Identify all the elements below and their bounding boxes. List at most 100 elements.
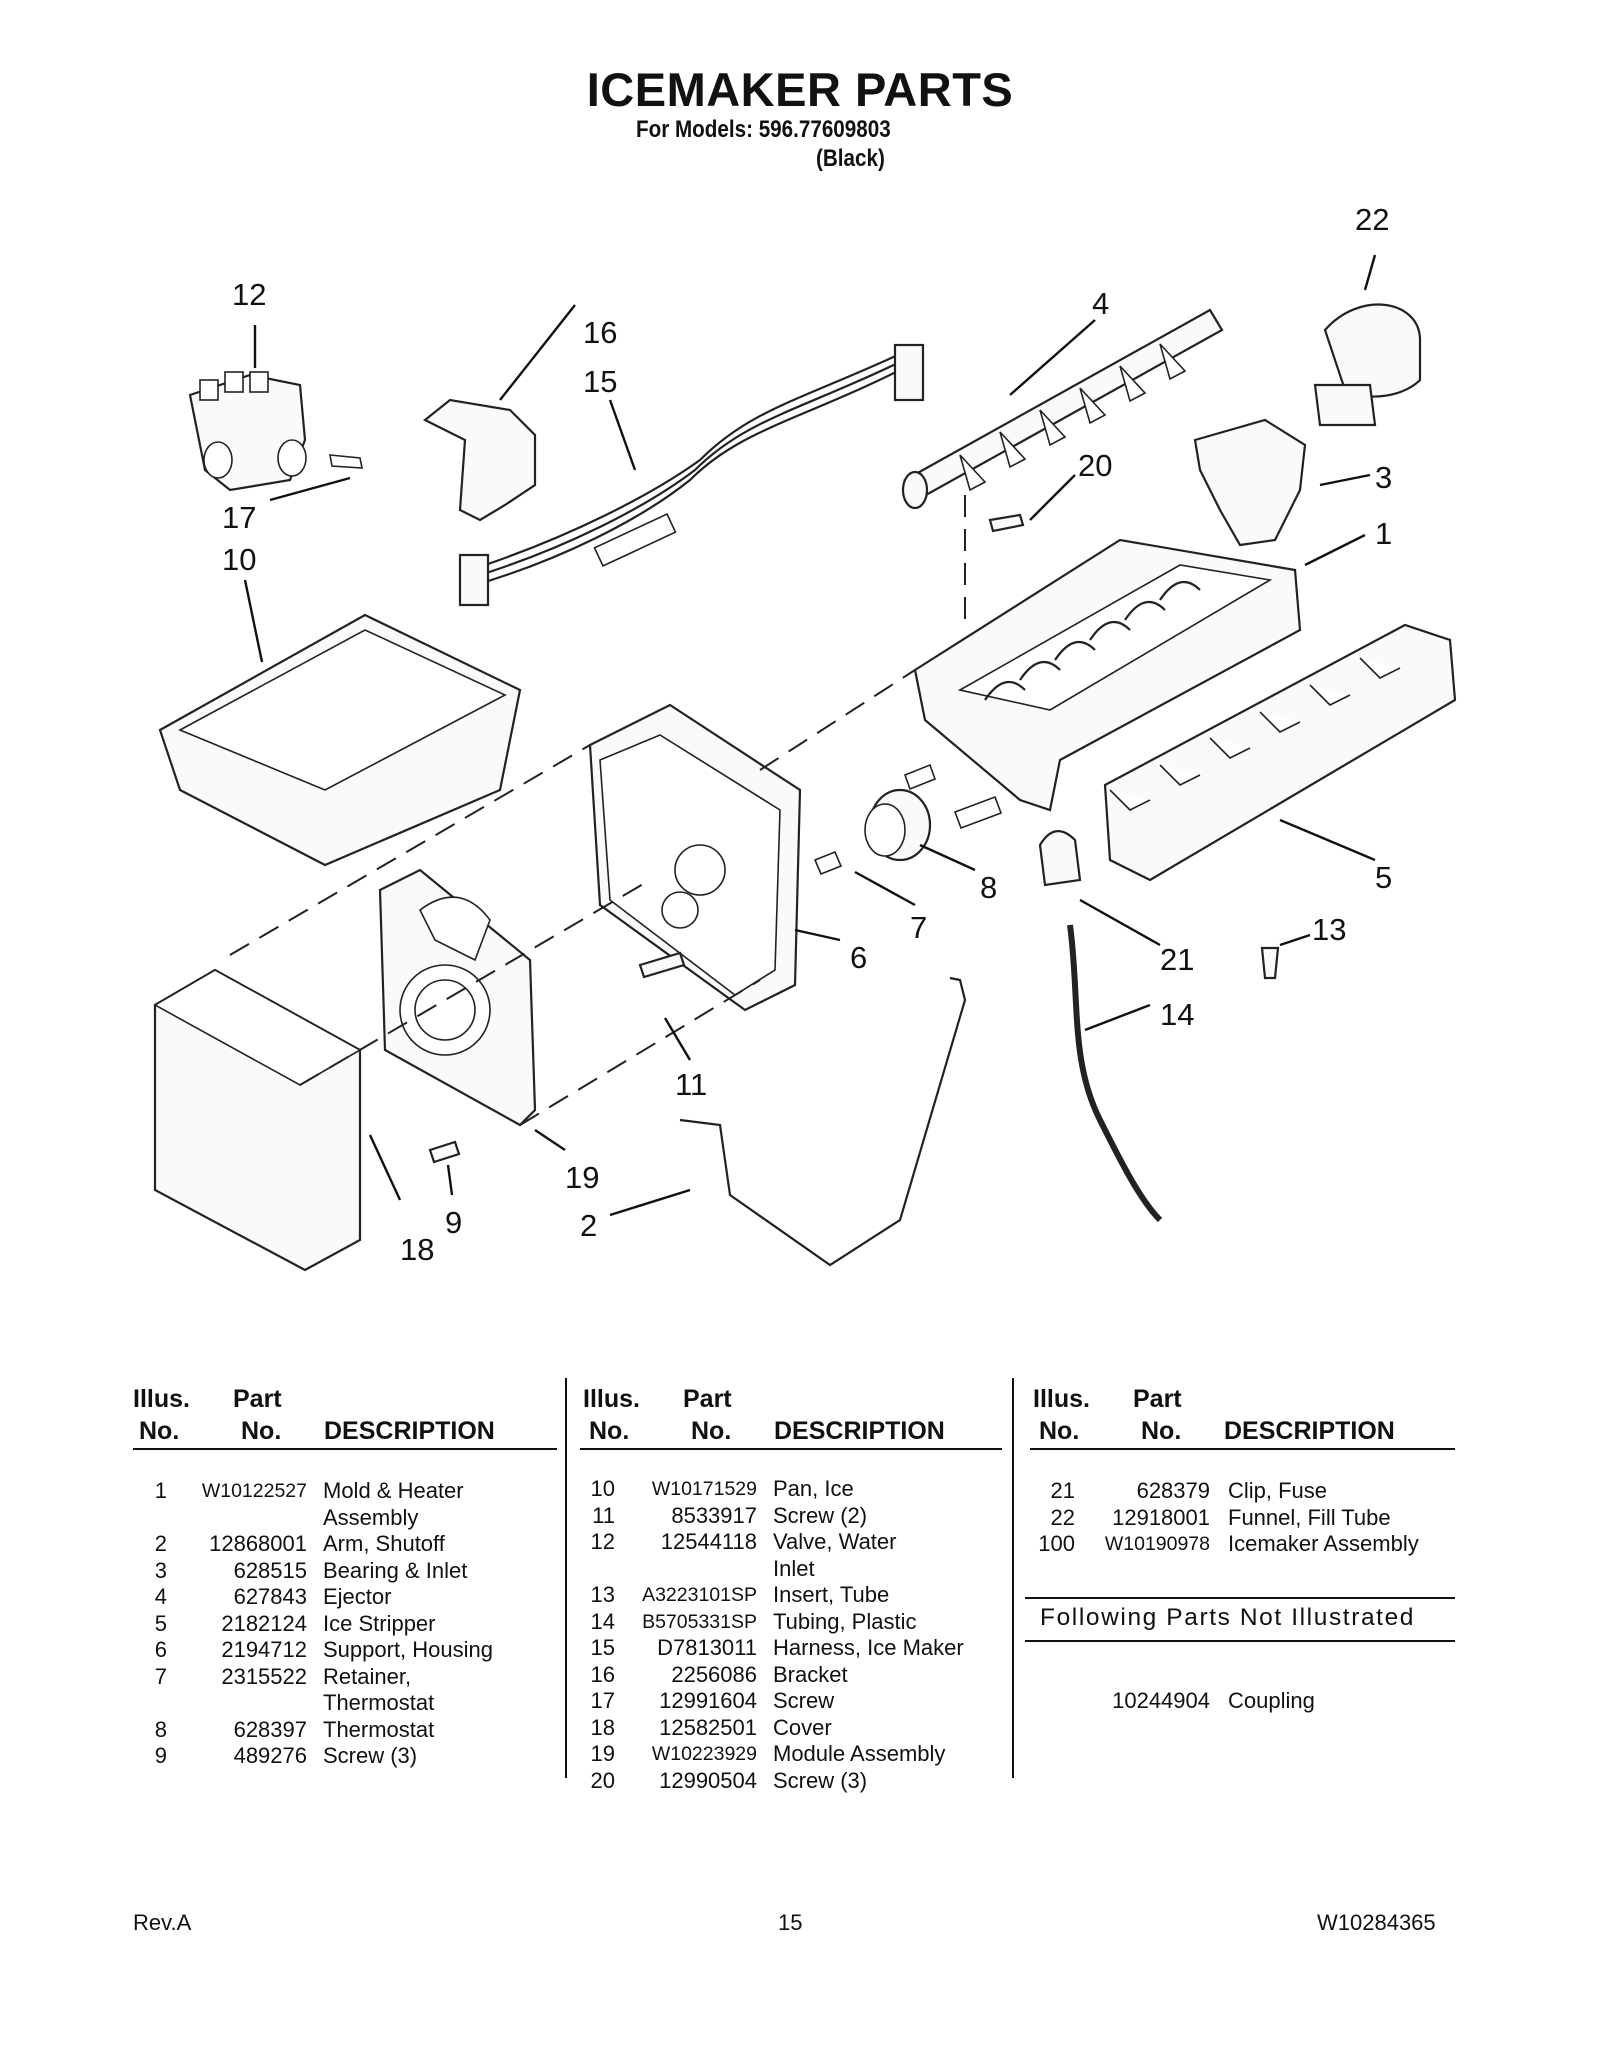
header-part: Part <box>683 1385 732 1413</box>
document-number: W10284365 <box>1317 1910 1436 1935</box>
header-part-no: No. <box>241 1417 282 1445</box>
part-description: Assembly <box>323 1504 419 1530</box>
part-description: Mold & Heater <box>323 1478 464 1503</box>
illus-number: 2 <box>154 1531 167 1556</box>
illus-number: 8 <box>154 1716 167 1742</box>
color-line: (Black) <box>816 145 885 172</box>
callout-5: 5 <box>1375 860 1392 895</box>
part-description: Tubing, Plastic <box>773 1608 917 1634</box>
part-number: A3223101SP <box>642 1584 757 1606</box>
callout-3: 3 <box>1375 460 1392 495</box>
callout-11: 11 <box>675 1067 707 1102</box>
illus-number: 18 <box>590 1714 615 1740</box>
part-number: 628515 <box>233 1557 307 1583</box>
part-description: Pan, Ice <box>773 1476 854 1501</box>
callout-1: 1 <box>1375 516 1392 551</box>
callout-4: 4 <box>1092 286 1109 321</box>
insert-tube-drawing <box>1260 946 1280 980</box>
column-divider <box>565 1378 567 1778</box>
illus-number: 9 <box>154 1743 167 1768</box>
part-number: 2315522 <box>221 1663 307 1689</box>
part-number: 8533917 <box>671 1502 757 1528</box>
illus-number: 100 <box>1038 1531 1075 1556</box>
part-number: 12990504 <box>659 1767 757 1793</box>
part-description: Screw <box>773 1688 835 1713</box>
illus-number: 4 <box>154 1584 167 1609</box>
part-description: Support, Housing <box>323 1637 493 1662</box>
illus-number: 19 <box>590 1741 615 1766</box>
header-illus: Illus. <box>133 1385 190 1413</box>
callout-17: 17 <box>222 500 256 535</box>
revision-label: Rev.A <box>133 1910 192 1935</box>
illus-number: 15 <box>590 1635 615 1660</box>
header-illus-no: No. <box>1039 1417 1080 1445</box>
callout-6: 6 <box>850 940 867 975</box>
illus-number: 7 <box>154 1663 167 1689</box>
header-description: DESCRIPTION <box>324 1417 495 1445</box>
part-number: 628379 <box>1136 1478 1210 1503</box>
header-part: Part <box>233 1385 282 1413</box>
part-description: Funnel, Fill Tube <box>1228 1504 1391 1530</box>
ice-pan-drawing <box>158 613 522 867</box>
callout-20: 20 <box>1078 448 1112 483</box>
header-illus-no: No. <box>139 1417 180 1445</box>
water-valve-drawing <box>188 371 363 492</box>
funnel-drawing <box>1313 303 1422 427</box>
illus-number: 6 <box>154 1637 167 1662</box>
column-divider <box>1012 1378 1014 1778</box>
callout-10: 10 <box>222 542 256 577</box>
models-line: For Models: 596.77609803 <box>636 116 891 143</box>
callout-13: 13 <box>1312 912 1346 947</box>
part-number: 2194712 <box>221 1637 307 1662</box>
page-number: 15 <box>778 1910 803 1935</box>
support-housing-drawing <box>588 703 802 1012</box>
part-number: W10223929 <box>651 1743 757 1765</box>
header-part: Part <box>1133 1385 1182 1413</box>
callout-12: 12 <box>232 277 266 312</box>
module-assembly-drawing <box>378 868 537 1127</box>
part-number: 2256086 <box>671 1661 757 1687</box>
part-description: Valve, Water <box>773 1529 897 1554</box>
header-rule <box>580 1448 1002 1450</box>
illus-number: 5 <box>154 1610 167 1636</box>
part-number: 12868001 <box>209 1531 307 1556</box>
part-number: 10244904 <box>1112 1688 1210 1713</box>
not-illustrated-bottom-rule <box>1025 1640 1455 1642</box>
callout-19: 19 <box>565 1160 599 1195</box>
part-description: Screw (2) <box>773 1502 868 1528</box>
part-number: 12918001 <box>1112 1504 1210 1530</box>
part-description: Bracket <box>773 1661 848 1687</box>
header-illus: Illus. <box>1033 1385 1090 1413</box>
part-description: Icemaker Assembly <box>1228 1531 1419 1556</box>
part-description: Thermostat <box>323 1690 435 1715</box>
part-description: Screw (3) <box>773 1767 868 1793</box>
illus-number: 11 <box>592 1502 615 1528</box>
part-description: Arm, Shutoff <box>323 1531 445 1556</box>
illus-number: 10 <box>590 1476 615 1501</box>
part-description: Bearing & Inlet <box>323 1557 468 1583</box>
ejector-drawing <box>901 308 1224 510</box>
part-description: Clip, Fuse <box>1228 1478 1328 1503</box>
callout-16: 16 <box>583 315 617 350</box>
callout-8: 8 <box>980 870 997 905</box>
leader-lines <box>243 254 1377 1217</box>
part-description: Thermostat <box>323 1716 435 1742</box>
part-number: W10171529 <box>651 1478 757 1500</box>
part-number: 628397 <box>233 1716 307 1742</box>
screw-11-drawing <box>638 951 686 979</box>
part-description: Module Assembly <box>773 1741 946 1766</box>
callout-7: 7 <box>910 910 927 945</box>
illus-number: 22 <box>1050 1504 1075 1530</box>
header-illus: Illus. <box>583 1385 640 1413</box>
screw-20-drawing <box>988 513 1025 533</box>
callout-14: 14 <box>1160 997 1194 1032</box>
header-description: DESCRIPTION <box>1224 1417 1395 1445</box>
harness-drawing <box>458 343 925 607</box>
part-description: Ejector <box>323 1584 392 1609</box>
part-number: 489276 <box>233 1743 307 1768</box>
illus-number: 12 <box>590 1529 615 1554</box>
callout-18: 18 <box>400 1232 434 1267</box>
mold-heater-drawing <box>913 538 1302 812</box>
thermostat-drawing <box>813 763 1003 876</box>
part-description: Inlet <box>773 1555 815 1581</box>
